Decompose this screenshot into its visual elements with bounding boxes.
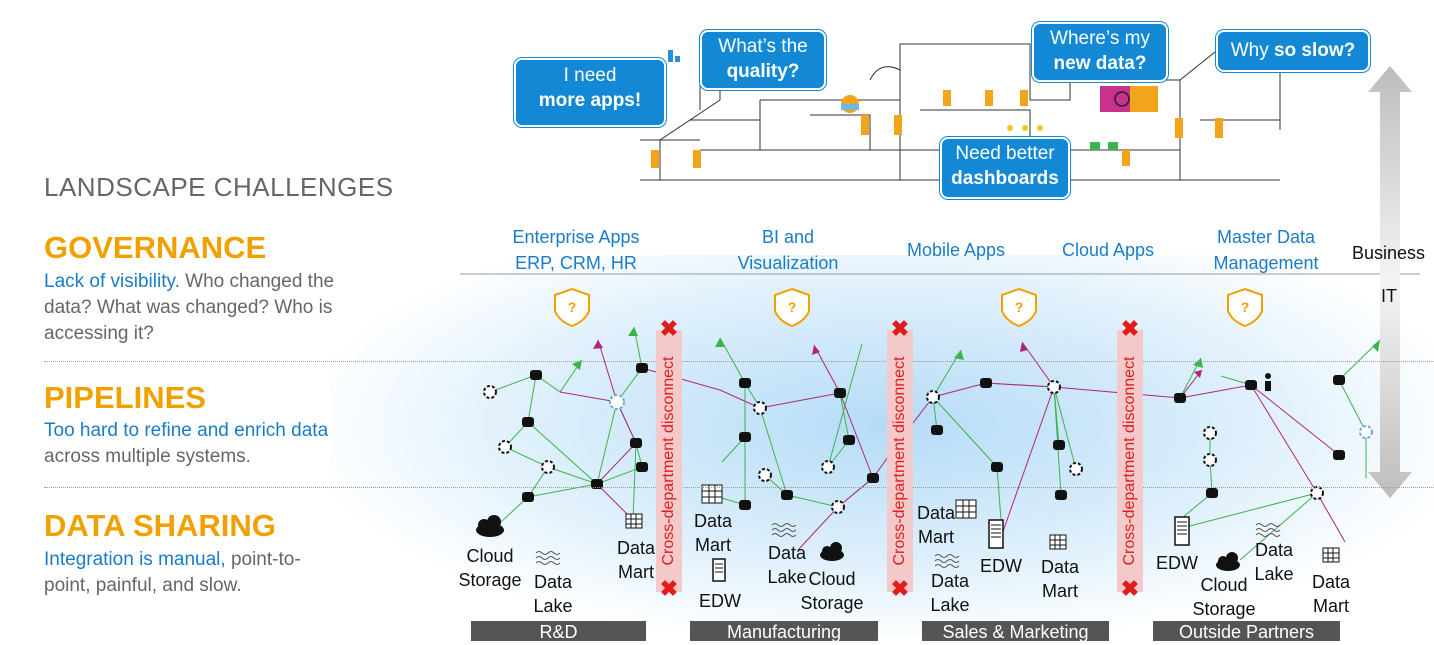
bubble-quality-line1: What’s the: [718, 36, 808, 57]
op-data-lake-label: Data Lake: [1254, 540, 1294, 584]
pipelines-desc-highlight: Too hard to refine and enrich data: [44, 420, 329, 441]
sm-data-mart-label-2: Data Mart: [1040, 557, 1080, 601]
x-icon: ✖: [890, 576, 910, 601]
category-mobile-apps: Mobile Apps: [896, 237, 1016, 263]
data-sharing-desc-rest: point-to-point, painful, and slow.: [44, 549, 301, 596]
data-sharing-desc-highlight: Integration is manual,: [44, 549, 226, 570]
pipelines-title: PIPELINES: [44, 380, 206, 415]
bubble-more-apps: I need more apps!: [514, 58, 666, 127]
bubble-more-apps-line2: more apps!: [538, 90, 642, 111]
rd-data-mart-label: Data Mart: [616, 538, 656, 582]
separator-1: [44, 361, 1434, 362]
bubble-dashboards-line1: Need better: [955, 143, 1055, 164]
category-enterprise-apps: Enterprise Apps ERP, CRM, HR: [496, 224, 656, 276]
governance-title: GOVERNANCE: [44, 230, 267, 265]
bubble-quality-line2: quality?: [726, 61, 800, 82]
disconnect-label-3: Cross-department disconnect: [1121, 356, 1138, 566]
category-master-data-line2: Management: [1213, 253, 1319, 273]
mf-data-mart-label: Data Mart: [693, 511, 733, 555]
x-icon: ✖: [659, 576, 679, 601]
department-rd: R&D: [471, 621, 646, 641]
data-sharing-title: DATA SHARING: [44, 508, 276, 543]
pipelines-description: Too hard to refine and enrich data acros…: [44, 418, 344, 470]
category-bi-line2: Visualization: [737, 253, 839, 273]
svg-text:?: ?: [1241, 299, 1250, 315]
category-bi-visualization: BI and Visualization: [718, 224, 858, 276]
svg-text:?: ?: [1015, 299, 1024, 315]
svg-text:?: ?: [788, 299, 797, 315]
bubble-so-slow-line2: so slow?: [1273, 40, 1356, 61]
bubble-dashboards-line2: dashboards: [951, 168, 1059, 189]
bubble-new-data-line1: Where’s my: [1050, 28, 1150, 49]
disconnect-bar-3: Cross-department disconnect: [1117, 330, 1143, 592]
pipelines-desc-rest: across multiple systems.: [44, 446, 251, 467]
svg-text:?: ?: [568, 299, 577, 315]
mf-edw-label: EDW: [699, 591, 741, 611]
sm-data-mart-label-1: Data Mart: [916, 503, 956, 547]
data-sharing-description: Integration is manual, point-to-point, p…: [44, 547, 344, 599]
business-it-arrow: [1368, 66, 1412, 498]
governance-description: Lack of visibility. Who changed the data…: [44, 269, 344, 347]
x-icon: ✖: [890, 316, 910, 341]
op-cloud-storage-label: Cloud Storage: [1192, 575, 1256, 619]
disconnect-label-1: Cross-department disconnect: [660, 356, 677, 566]
category-master-data-line1: Master Data: [1216, 227, 1316, 247]
mf-data-lake-label: Data Lake: [767, 543, 807, 587]
category-master-data: Master Data Management: [1196, 224, 1336, 276]
category-bi-line1: BI and: [761, 227, 815, 247]
category-enterprise-apps-line2: ERP, CRM, HR: [515, 253, 637, 273]
x-icon: ✖: [1120, 316, 1140, 341]
op-data-mart-label: Data Mart: [1311, 572, 1351, 616]
bubble-so-slow-line1: Why: [1230, 40, 1274, 61]
category-cloud-apps-line1: Cloud Apps: [1061, 240, 1155, 260]
bubble-so-slow: Why so slow?: [1216, 30, 1370, 72]
category-cloud-apps: Cloud Apps: [1052, 237, 1164, 263]
category-mobile-apps-line1: Mobile Apps: [906, 240, 1006, 260]
department-sales-marketing: Sales & Marketing: [922, 621, 1109, 641]
disconnect-bar-2: Cross-department disconnect: [887, 330, 913, 592]
sm-edw-label: EDW: [980, 556, 1022, 576]
governance-desc-rest: Who changed the data? What was changed? …: [44, 271, 335, 344]
category-enterprise-apps-line1: Enterprise Apps: [512, 227, 640, 247]
business-label: Business: [1352, 243, 1426, 263]
bubble-new-data-line2: new data?: [1053, 53, 1147, 74]
x-icon: ✖: [1120, 576, 1140, 601]
bubble-more-apps-line1: I need: [563, 65, 617, 86]
rd-cloud-storage-label: Cloud Storage: [458, 546, 522, 590]
rd-data-lake-label: Data Lake: [533, 572, 573, 616]
disconnect-bar-1: Cross-department disconnect: [656, 330, 682, 592]
it-label: IT: [1381, 286, 1397, 306]
department-outside-partners: Outside Partners: [1153, 621, 1340, 641]
bubble-dashboards: Need better dashboards: [940, 137, 1070, 199]
bubble-new-data: Where’s my new data?: [1032, 22, 1168, 82]
mf-cloud-storage-label: Cloud Storage: [800, 569, 864, 613]
op-edw-label: EDW: [1156, 553, 1198, 573]
department-manufacturing: Manufacturing: [690, 621, 878, 641]
separator-2: [44, 487, 1434, 488]
sm-data-lake-label: Data Lake: [930, 571, 970, 615]
bubble-quality: What’s the quality?: [700, 30, 826, 90]
landscape-challenges-title: LANDSCAPE CHALLENGES: [44, 172, 394, 202]
x-icon: ✖: [659, 316, 679, 341]
governance-desc-highlight: Lack of visibility.: [44, 271, 180, 292]
disconnect-label-2: Cross-department disconnect: [891, 356, 908, 566]
